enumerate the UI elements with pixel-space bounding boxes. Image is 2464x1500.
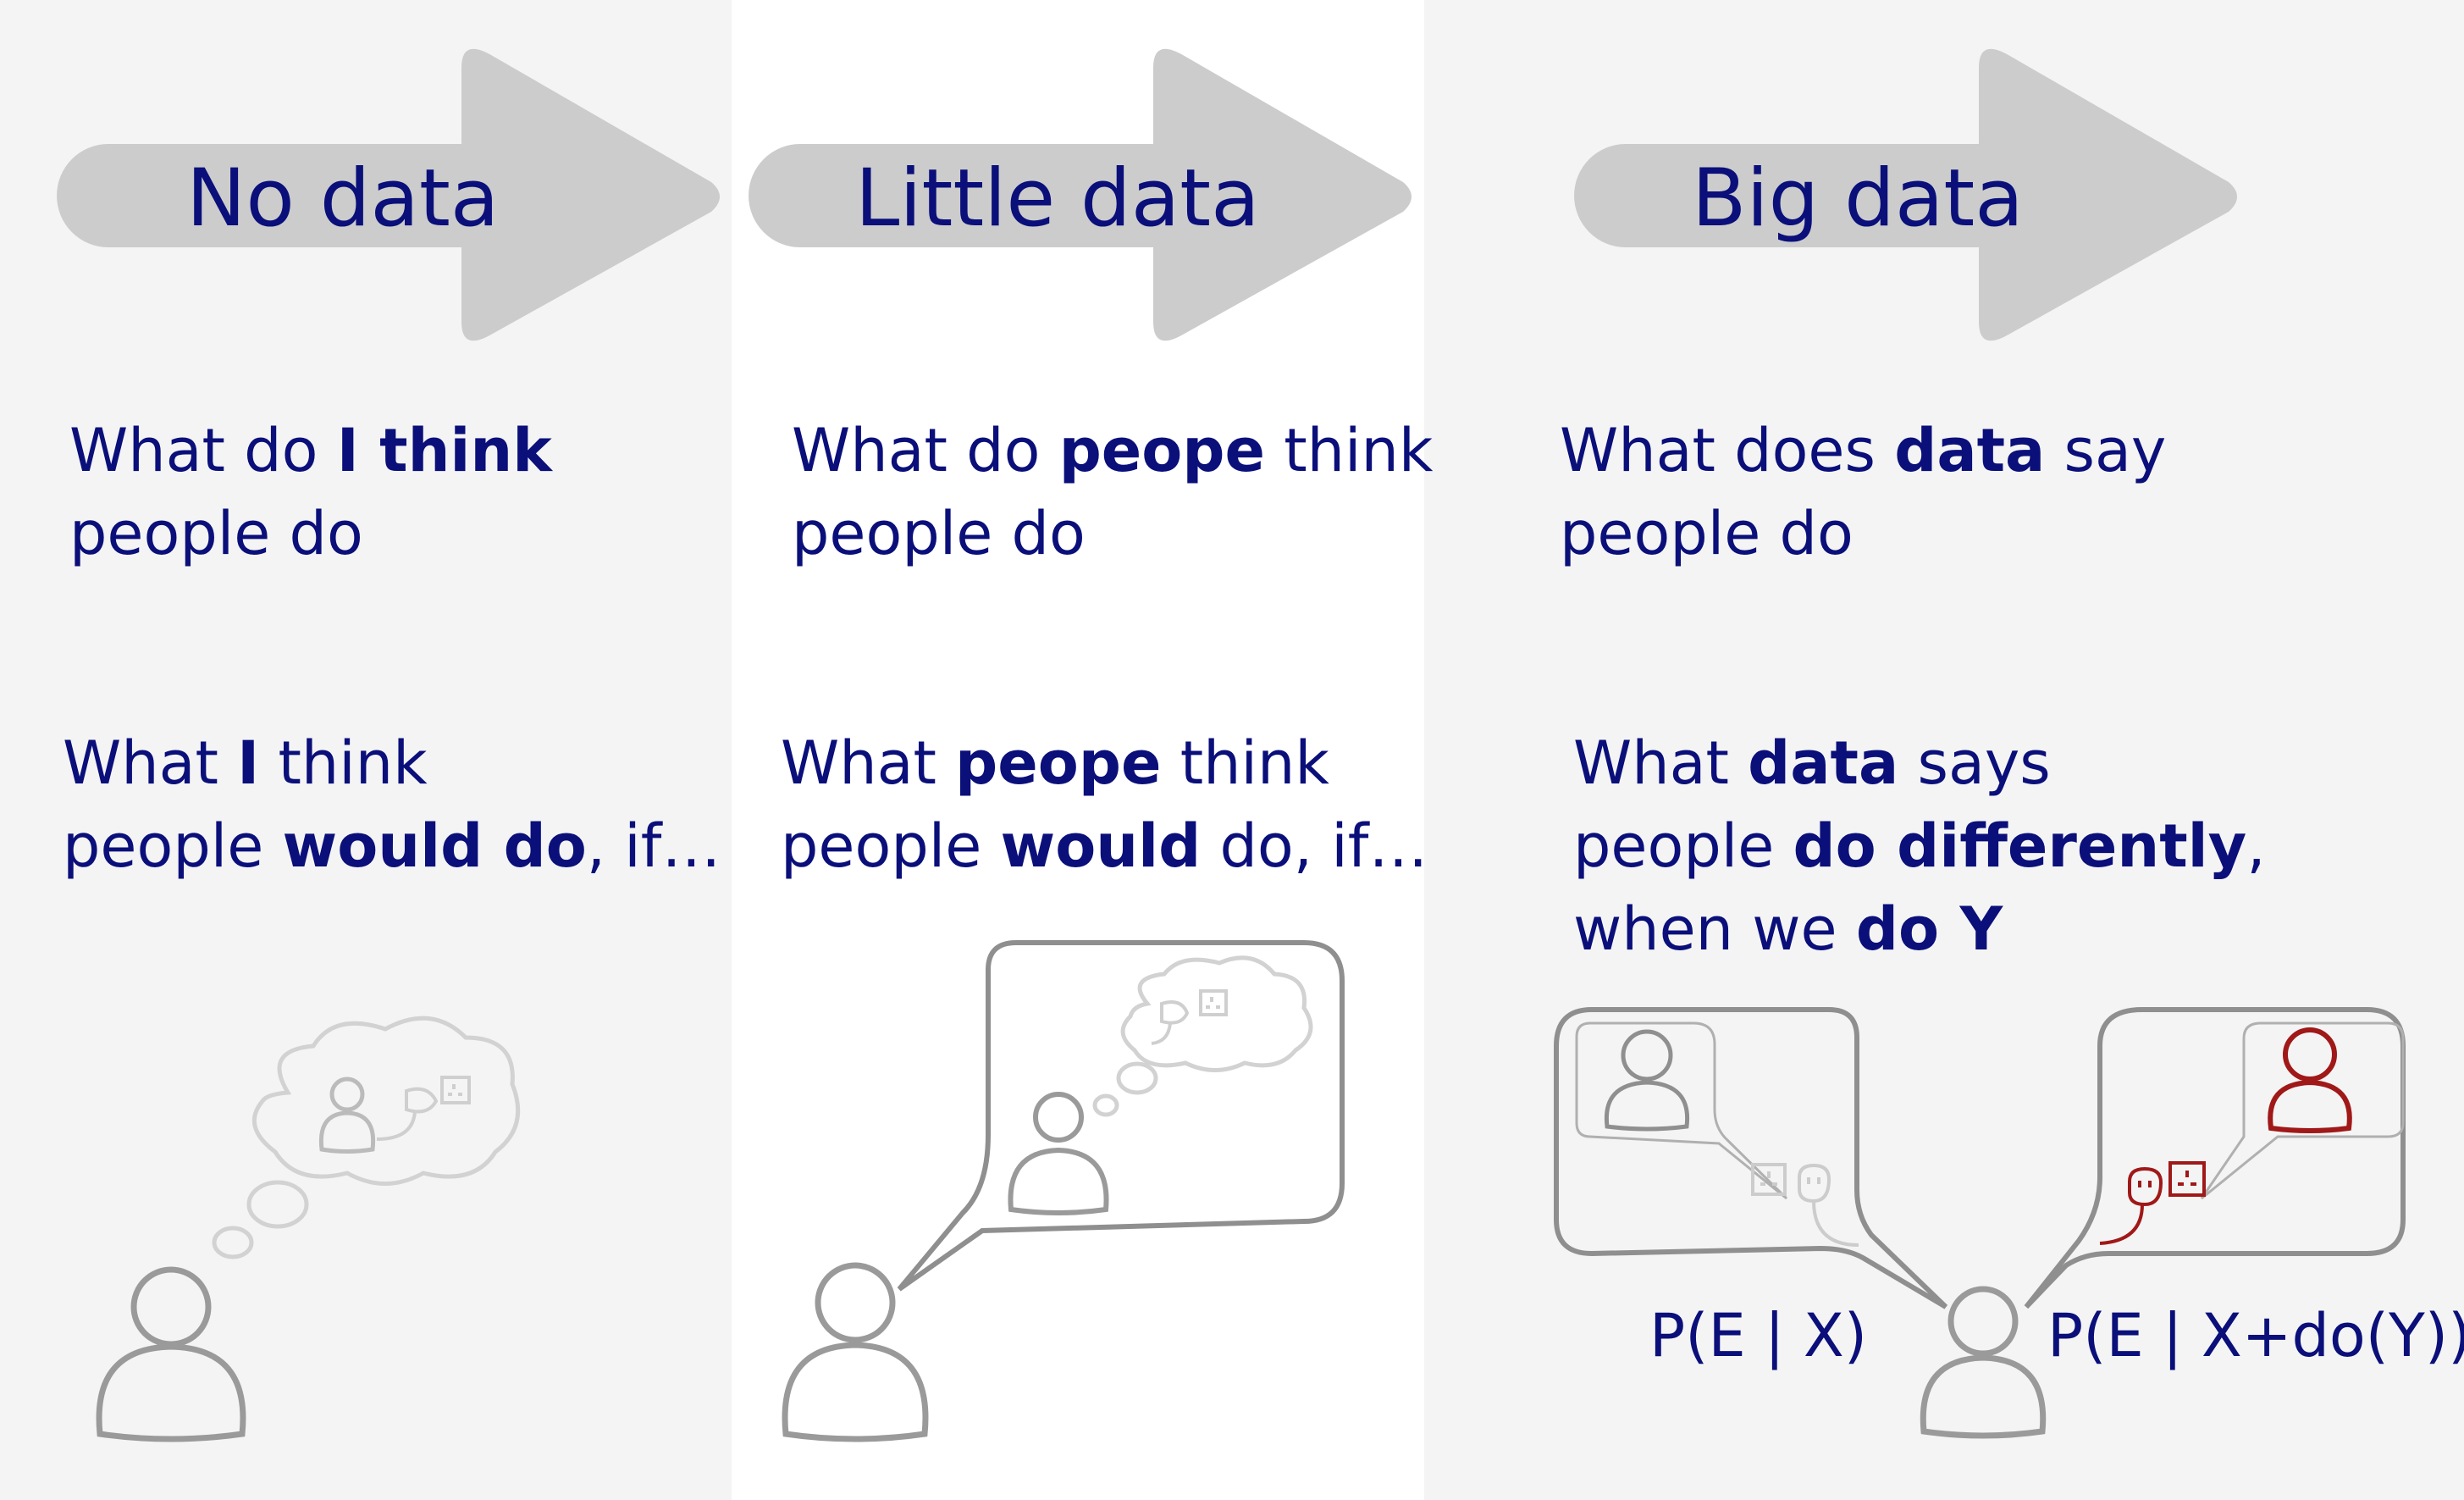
person-icon bbox=[1920, 1286, 2047, 1439]
question-line: What data says bbox=[1573, 728, 2051, 798]
plug-icon bbox=[1151, 1000, 1190, 1045]
speech-bubble bbox=[2200, 1021, 2405, 1200]
question-line: people would do, if… bbox=[63, 811, 721, 881]
person-icon bbox=[318, 1077, 376, 1154]
question-line: people do differently, bbox=[1573, 811, 2266, 881]
arrow-label-no-data: No data bbox=[186, 152, 500, 245]
socket-icon bbox=[2168, 1161, 2206, 1197]
plug-icon bbox=[1798, 1163, 1859, 1247]
counterfactual-no-data: What I think people would do, if… bbox=[63, 722, 721, 888]
panel-big-data bbox=[1424, 0, 2464, 1500]
speech-bubble bbox=[1575, 1021, 1788, 1200]
question-line: when we do Y bbox=[1573, 894, 2003, 964]
arrow-shape bbox=[1574, 48, 2237, 341]
question-line: What peope think bbox=[781, 728, 1329, 798]
speech-bubble bbox=[1554, 1007, 1948, 1309]
question-line: What do I think bbox=[69, 416, 552, 485]
question-line: people would do, if… bbox=[781, 811, 1428, 881]
question-little-data: What do peope think people do bbox=[792, 409, 1433, 575]
arrow-shape bbox=[749, 48, 1412, 341]
arrow-label-big-data: Big data bbox=[1692, 152, 2024, 245]
counterfactual-big-data: What data says people do differently, wh… bbox=[1573, 722, 2266, 971]
question-line: What do peope think bbox=[792, 416, 1434, 485]
question-big-data: What does data say people do bbox=[1560, 409, 2166, 575]
socket-icon bbox=[440, 1076, 471, 1104]
formula-interventional: P(E | X+do(Y)) bbox=[2047, 1301, 2464, 1370]
person-icon bbox=[782, 1262, 929, 1442]
arrow-shape bbox=[57, 48, 720, 341]
formula-observational: P(E | X) bbox=[1649, 1301, 1868, 1370]
speech-bubble bbox=[2024, 1007, 2406, 1309]
question-line: What I think bbox=[63, 728, 428, 798]
thought-bubble bbox=[212, 1016, 521, 1259]
arrow-label-little-data: Little data bbox=[855, 152, 1260, 245]
person-icon bbox=[1604, 1029, 1690, 1132]
question-line: people do bbox=[1560, 499, 1854, 568]
question-no-data: What do I think people do bbox=[69, 409, 552, 575]
person-icon bbox=[2268, 1027, 2352, 1133]
question-line: people do bbox=[69, 499, 363, 568]
person-icon bbox=[1008, 1092, 1109, 1215]
socket-icon bbox=[1751, 1163, 1787, 1196]
counterfactual-little-data: What peope think people would do, if… bbox=[781, 722, 1428, 888]
question-line: What does data say bbox=[1560, 416, 2167, 485]
plug-icon bbox=[376, 1087, 439, 1141]
thought-bubble bbox=[1092, 955, 1313, 1117]
plug-icon bbox=[2099, 1166, 2163, 1245]
socket-icon bbox=[1199, 989, 1228, 1016]
question-line: people do bbox=[792, 499, 1086, 568]
person-icon bbox=[96, 1266, 246, 1442]
speech-bubble bbox=[897, 940, 1345, 1292]
